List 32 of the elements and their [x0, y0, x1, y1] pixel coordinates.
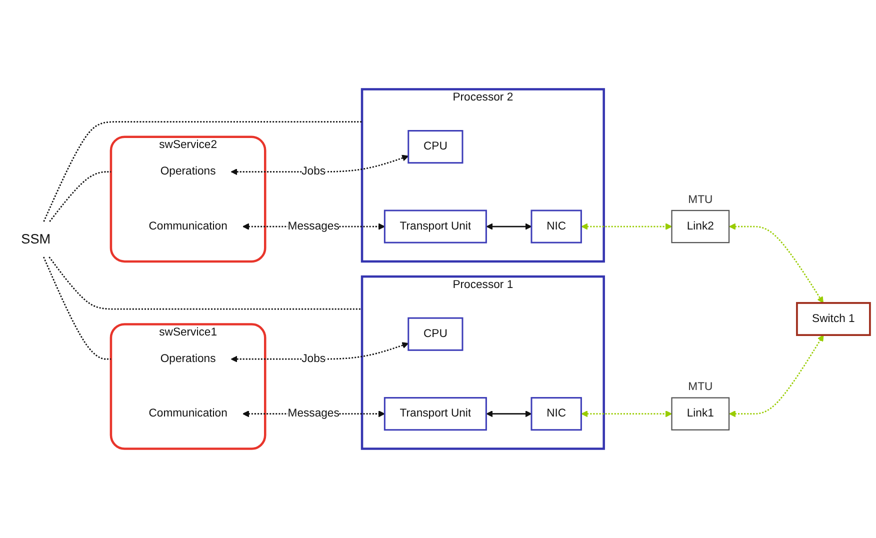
arrow	[729, 223, 824, 304]
arrow	[581, 223, 672, 230]
arrow	[230, 342, 409, 362]
node-box: CPU	[408, 317, 464, 351]
edge-label: Jobs	[302, 352, 326, 365]
arrow	[486, 410, 532, 418]
connector	[48, 256, 362, 310]
node-label: MTU	[688, 380, 713, 394]
node-text: Communication	[148, 220, 228, 232]
node-box: Transport Unit	[384, 210, 487, 244]
node-box: Link2	[671, 210, 730, 244]
node-box: Link1	[671, 397, 730, 430]
node-text: Operations	[160, 352, 216, 365]
node-box: CPU	[408, 130, 464, 164]
connector	[43, 121, 362, 222]
connector	[49, 171, 111, 222]
edge-label: Messages	[288, 220, 340, 232]
node-label: MTU	[688, 193, 713, 206]
arrow	[486, 223, 532, 230]
node-box: NIC	[530, 397, 582, 431]
node-box: NIC	[530, 210, 582, 244]
node-text: Operations	[160, 164, 216, 178]
node-text: SSM	[21, 231, 51, 246]
arrow	[729, 334, 824, 418]
node-box: Switch 1	[796, 302, 871, 336]
edge-label: Messages	[288, 406, 340, 420]
arrow	[581, 410, 672, 418]
edge-label: Jobs	[302, 164, 326, 178]
arrow	[230, 154, 409, 176]
node-box: Transport Unit	[384, 397, 487, 431]
node-text: Communication	[148, 406, 228, 420]
connector	[43, 256, 111, 360]
